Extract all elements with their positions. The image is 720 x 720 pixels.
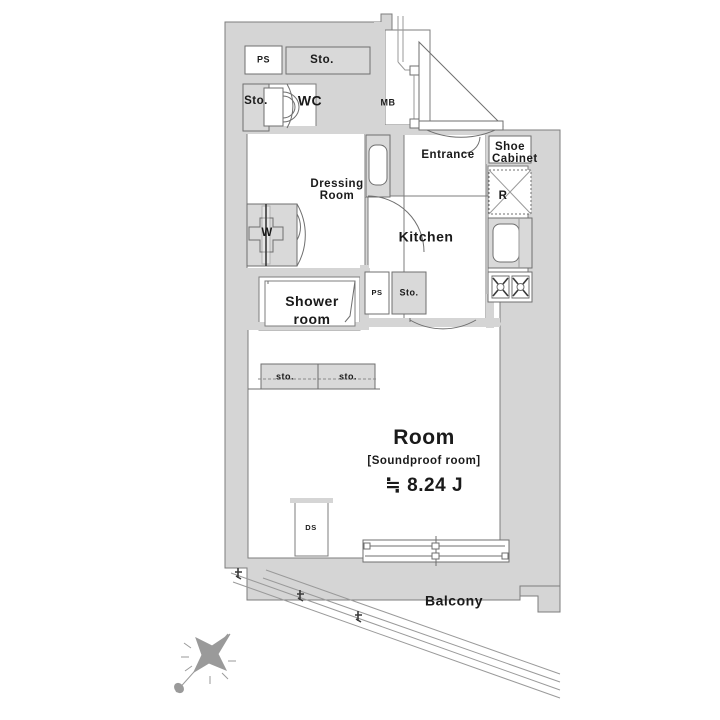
- main-room-title: Room: [393, 425, 455, 449]
- sto-top-label: Sto.: [310, 53, 334, 66]
- shoe-cabinet-label: Shoe Cabinet: [492, 141, 538, 166]
- wc-zone: [242, 45, 371, 132]
- ps-sto-kitchen: [364, 195, 477, 330]
- kitchen-sink: [487, 217, 533, 269]
- washing-machine: [246, 203, 306, 267]
- vanity-sink: [365, 134, 391, 198]
- sliding-window: [362, 536, 510, 566]
- mb-riser: [397, 16, 420, 129]
- sto-top-strip: [285, 46, 371, 75]
- shower-room-box: [264, 280, 356, 327]
- ds-closet: [290, 498, 333, 557]
- wc-label: WC: [297, 92, 323, 109]
- sto-room-left: [260, 363, 319, 390]
- main-room-subtitle: [Soundproof room]: [367, 454, 481, 467]
- ds-label: DS: [305, 523, 317, 533]
- ps-kitchen-box: [364, 271, 390, 315]
- north-arrow-icon: [174, 633, 236, 694]
- kitchen-label: Kitchen: [398, 228, 454, 245]
- toilet-icon: [263, 87, 300, 127]
- washer-label: W: [261, 226, 273, 239]
- sto-kitchen-box: [391, 271, 427, 315]
- refrigerator-label: R: [498, 189, 508, 202]
- sto-room-right-label: sto.: [338, 371, 358, 382]
- balcony: [230, 568, 561, 699]
- sto-wc-label: Sto.: [244, 94, 268, 107]
- balcony-label: Balcony: [425, 592, 483, 609]
- entrance-door[interactable]: [418, 40, 504, 154]
- main-room-area: ≒ 8.24 J: [384, 475, 464, 497]
- entrance-label: Entrance: [421, 148, 475, 161]
- stove: [487, 271, 533, 303]
- ps-box: [244, 45, 283, 75]
- shoe-cabinet: [488, 135, 532, 164]
- mb-label: MB: [380, 97, 396, 108]
- dressing-room-label: Dressing Room: [310, 178, 364, 203]
- refrigerator: [488, 169, 532, 215]
- room-closets: [248, 363, 380, 390]
- shower-room-label: Shower room: [285, 293, 339, 327]
- ps-kitchen-label: PS: [371, 288, 383, 298]
- ps-top-label: PS: [256, 54, 271, 65]
- sto-room-left-label: sto.: [275, 371, 295, 382]
- sto-kitchen-label: Sto.: [399, 287, 419, 298]
